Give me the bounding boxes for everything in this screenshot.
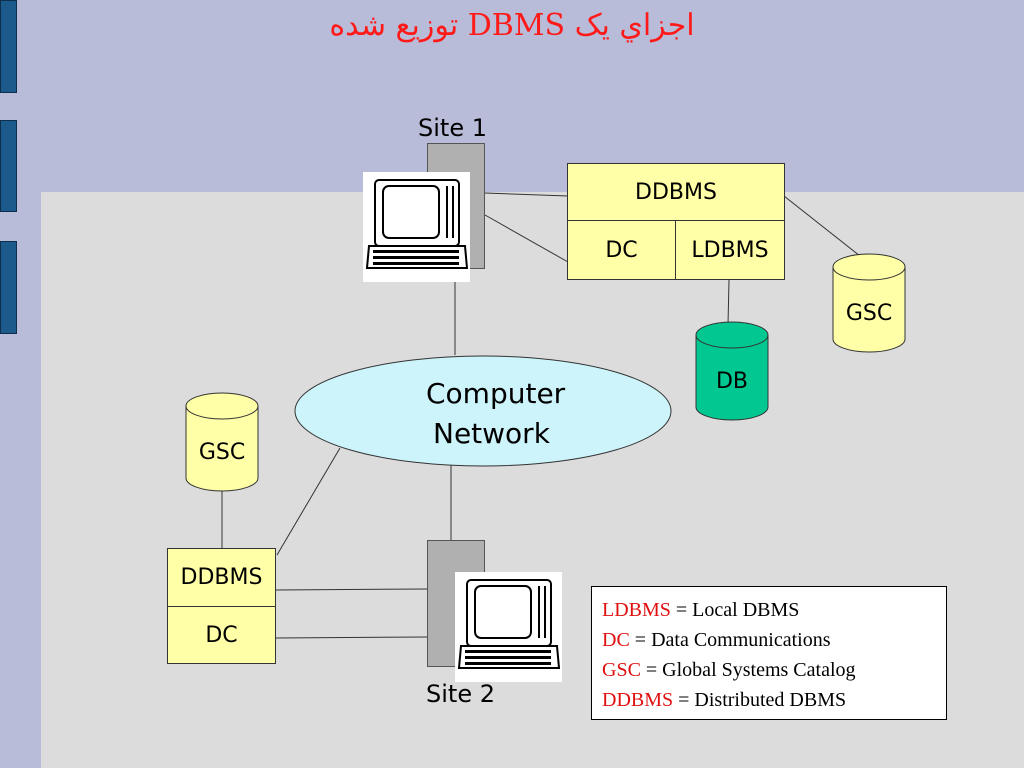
legend-text: = Distributed DBMS [673,689,847,711]
gsc-right-cylinder: GSC [832,253,906,353]
site2-terminal-icon [455,572,562,682]
legend-text: = Global Systems Catalog [640,659,856,681]
wire-site1-ddbms [484,192,569,197]
legend-row-ldbms: LDBMS = Local DBMS [602,595,936,625]
gsc-left-label: GSC [198,440,246,465]
site1-dbms-box: DDBMS DC LDBMS [567,163,785,280]
site1-ldbms-cell: LDBMS [691,237,769,263]
wire-ldbms-db [727,279,730,326]
side-tab-1 [0,0,17,93]
legend-abbr: DC [602,629,630,651]
wire-site1-dc [484,214,569,263]
wire-network-ddbms2 [276,447,341,556]
site2-dbms-box: DDBMS DC [167,548,276,664]
site2-label: Site 2 [426,680,495,708]
gsc-right-label: GSC [845,301,893,326]
legend-abbr: LDBMS [602,599,671,621]
legend-box: LDBMS = Local DBMS DC = Data Communicati… [591,586,947,720]
network-label-line2: Network [433,417,550,450]
gsc-left-cylinder: GSC [185,392,259,492]
db-cylinder: DB [695,321,769,421]
wire-ddbms-gsc [783,195,861,257]
site1-ddbms-cell: DDBMS [568,164,784,221]
legend-row-ddbms: DDBMS = Distributed DBMS [602,685,936,715]
legend-row-dc: DC = Data Communications [602,625,936,655]
legend-text: = Data Communications [629,629,831,651]
network-label-line1: Computer [426,377,566,410]
site2-dc-cell: DC [205,622,238,648]
site1-label: Site 1 [418,114,487,142]
site1-dc-cell: DC [568,221,676,279]
site1-terminal-icon [363,172,470,282]
legend-text: = Local DBMS [670,599,800,621]
page-title: اجزاي يک DBMS توزيع شده [329,8,695,43]
legend-abbr: DDBMS [602,689,674,711]
wire-dc2-site2 [275,636,429,639]
db-label: DB [715,369,749,394]
side-tab-2 [0,120,17,212]
legend-row-gsc: GSC = Global Systems Catalog [602,655,936,685]
legend-abbr: GSC [602,659,641,681]
site2-ddbms-cell: DDBMS [168,549,275,607]
wire-ddbms2-site2 [275,588,429,591]
side-tab-3 [0,241,17,334]
computer-network-ellipse: Computer Network [294,355,672,467]
